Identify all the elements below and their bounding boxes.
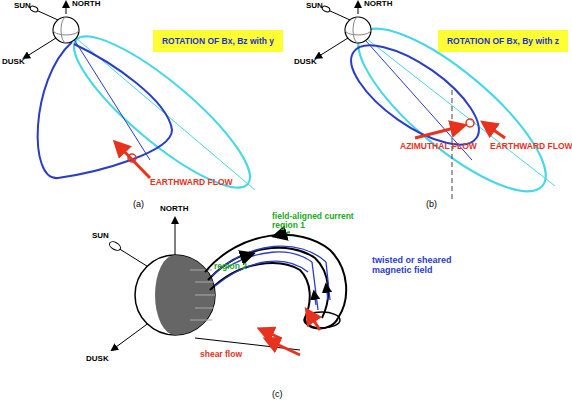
- panel-c: [108, 218, 346, 355]
- highlight-box: ROTATION OF Bx, By with z: [438, 30, 568, 52]
- current-label: field-aligned current region 1: [272, 212, 372, 231]
- flow-label: AZIMUTHAL FLOW: [400, 142, 477, 151]
- axis-label: SUN: [306, 2, 323, 11]
- axis-label: SUN: [92, 232, 109, 241]
- panel-letter: (c): [272, 390, 283, 400]
- axis-label: DUSK: [2, 58, 25, 67]
- highlight-box: ROTATION OF Bx, Bz with y: [153, 30, 283, 52]
- panel-heading: ROTATION OF Bx, By with z: [447, 36, 559, 46]
- axis-label: DUSK: [294, 58, 317, 67]
- panel-letter: (b): [426, 200, 437, 210]
- field-label: twisted or sheared magnetic field: [372, 256, 452, 276]
- axis-label: SUN: [14, 2, 31, 11]
- current-label: region 2: [214, 262, 247, 271]
- flow-label: EARTHWARD FLOW: [150, 178, 233, 187]
- flow-label: EARTHWARD FLOW: [490, 142, 572, 151]
- axis-label: DUSK: [86, 355, 109, 364]
- panel-letter: (a): [133, 200, 144, 210]
- axis-label: NORTH: [160, 205, 188, 214]
- axis-label: NORTH: [72, 0, 100, 9]
- panel-heading: ROTATION OF Bx, Bz with y: [162, 36, 274, 46]
- axis-label: NORTH: [364, 0, 392, 9]
- flow-label: shear flow: [200, 350, 242, 359]
